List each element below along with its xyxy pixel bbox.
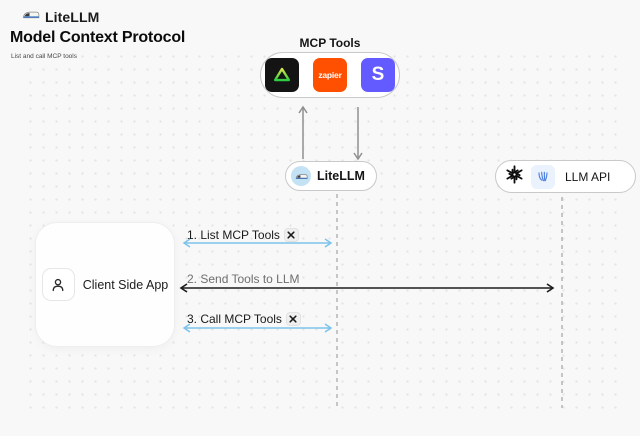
openai-icon <box>503 163 526 191</box>
step-3-label-row: 3. Call MCP Tools <box>187 312 301 326</box>
litellm-train-icon <box>291 166 311 186</box>
triangle-logo-icon <box>265 58 299 92</box>
mcp-tools-box: zapier S <box>260 52 400 98</box>
step-1-label: 1. List MCP Tools <box>187 228 280 242</box>
llm-api-node-label: LLM API <box>565 169 611 184</box>
tools-icon <box>283 228 299 242</box>
client-side-app-node: Client Side App <box>35 222 175 347</box>
stripe-icon: S <box>361 58 395 92</box>
litellm-brand: LiteLLM <box>22 7 99 26</box>
brand-name: LiteLLM <box>45 8 100 25</box>
llm-api-node: LLM API <box>495 160 636 193</box>
train-icon <box>22 7 40 26</box>
user-icon <box>41 268 75 301</box>
step-3-label: 3. Call MCP Tools <box>187 312 282 326</box>
page-title: Model Context Protocol <box>10 29 186 46</box>
zapier-icon: zapier <box>313 58 347 92</box>
litellm-node: LiteLLM <box>285 161 377 191</box>
mcp-tools-label: MCP Tools <box>299 36 361 50</box>
llm-provider-icon <box>531 164 555 189</box>
client-node-label: Client Side App <box>82 277 169 292</box>
step-2-label: 2. Send Tools to LLM <box>187 272 300 286</box>
litellm-node-label: LiteLLM <box>317 169 365 183</box>
tools-icon <box>285 312 301 326</box>
step-1-label-row: 1. List MCP Tools <box>187 228 299 242</box>
step-2-label-row: 2. Send Tools to LLM <box>187 272 300 286</box>
page-subtitle: List and call MCP tools <box>11 53 77 60</box>
